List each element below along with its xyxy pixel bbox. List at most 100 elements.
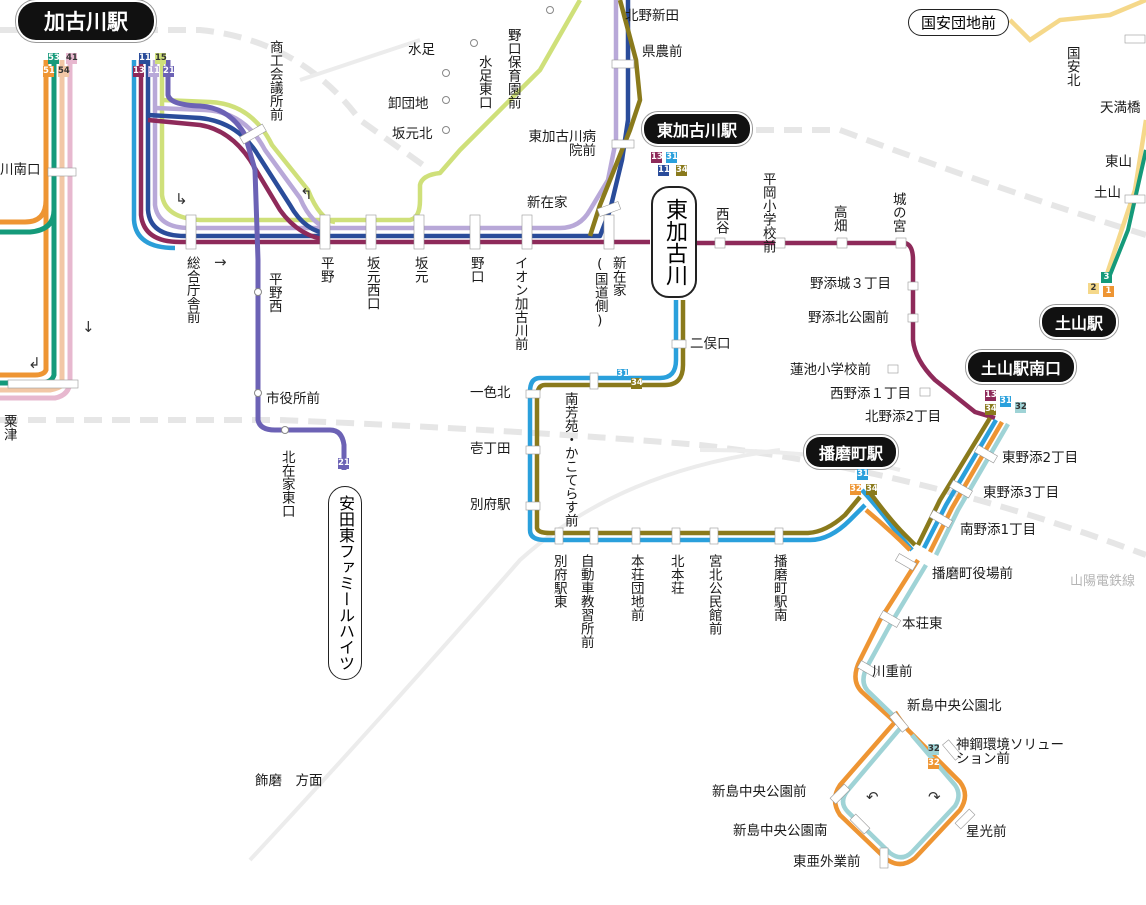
route-badge-51: 51 <box>43 66 55 77</box>
higashi-kakogawa-hub[interactable]: 東加古川 <box>651 186 697 298</box>
route-badge-2: 2 <box>1088 283 1099 294</box>
direction-label: 飾磨 方面 <box>255 773 323 789</box>
route-badge-11c: 11 <box>658 165 670 176</box>
route-badge-34b: 34 <box>631 378 643 389</box>
stop-ticks <box>7 34 1146 869</box>
route-13-line <box>680 240 996 421</box>
stop-label: 一色北 <box>470 385 511 401</box>
stop-label: 播磨町役場前 <box>932 566 1013 582</box>
route-badge-13a: 13 <box>133 66 145 77</box>
route-badge-3: 3 <box>1101 272 1112 283</box>
stop-label: 東亜外業前 <box>793 854 861 870</box>
stop-label: 東野添3丁目 <box>983 485 1060 501</box>
stop-label: 南野添1丁目 <box>960 522 1037 538</box>
tsuchiyama-station-hub[interactable]: 土山駅 <box>1042 307 1117 337</box>
route-badge-53: 53 <box>48 53 60 64</box>
stop-label: 自動車教習所前 <box>577 554 594 649</box>
main-trunk <box>131 0 650 251</box>
stop-label: 南芳苑・かこてらす前 <box>561 392 578 527</box>
route-badge-15: 15 <box>155 53 167 64</box>
stop-label: 坂元北 <box>392 126 433 142</box>
stop-label: 新島中央公園北 <box>907 698 1002 714</box>
route-badge-13c: 13 <box>985 390 997 401</box>
stop-label: 水足 <box>408 42 435 58</box>
stop-label: 川重前 <box>872 664 913 680</box>
stop-label: 高畑 <box>830 205 847 232</box>
stop-label: 播磨町駅南 <box>770 554 787 622</box>
stop-label: 二俣口 <box>690 336 731 352</box>
stop-label: 土山 <box>1094 185 1121 201</box>
route-kokuan-line <box>1008 0 1146 43</box>
stop-label: 新在家 <box>527 195 568 211</box>
railway-label: 山陽電鉄線 <box>1070 574 1136 589</box>
harima-station-hub[interactable]: 播磨町駅 <box>806 437 897 467</box>
route-31-34 <box>527 300 917 552</box>
route-badge-54: 54 <box>58 66 70 77</box>
route-badge-32a: 32 <box>850 484 862 495</box>
stop-label: 東野添2丁目 <box>1002 450 1079 466</box>
stop-label: 川南口 <box>0 162 41 178</box>
route-badge-21a: 21 <box>163 66 175 77</box>
arrow-icon: ↶ <box>866 788 879 806</box>
stop-label: 城の宮 <box>889 192 906 233</box>
stop-dots <box>254 6 554 434</box>
stop-label: 県農前 <box>642 44 683 60</box>
stop-label: 国安北 <box>1063 46 1080 87</box>
route-badge-32c: 32 <box>928 744 940 755</box>
stop-label: 壱丁田 <box>470 441 511 457</box>
route-badge-31c: 31 <box>857 469 869 480</box>
stop-label: 神鋼環境ソリューション前 <box>956 737 1064 767</box>
stop-label: 新在家 <box>609 256 626 297</box>
stop-label: イオン加古川前 <box>511 256 528 351</box>
stop-label: 野添城３丁目 <box>810 276 891 292</box>
arrow-icon: ↷ <box>928 788 941 806</box>
stop-label: 水足東口 <box>475 55 492 109</box>
stop-label: 市役所前 <box>266 391 320 407</box>
arrow-icon: ↲ <box>28 354 41 372</box>
route-badge-31a: 31 <box>666 152 678 163</box>
stop-label: 平岡小学校前 <box>759 172 776 253</box>
stop-label: 商工会議所前 <box>266 40 283 121</box>
route-badge-32d: 32 <box>928 758 940 769</box>
stop-label: 野口保育園前 <box>504 28 521 109</box>
stop-label: 西谷 <box>712 207 729 234</box>
stop-label: 北本荘 <box>667 554 684 595</box>
arrow-icon: ↰ <box>300 185 313 203</box>
stop-label: 平野 <box>317 256 334 283</box>
railway-lines <box>0 27 1146 558</box>
route-badge-41: 41 <box>66 53 78 64</box>
arrow-icon: ↳ <box>175 190 188 208</box>
route-badge-34a: 34 <box>676 165 688 176</box>
arrow-icon: ↓ <box>82 318 95 336</box>
stop-label: 北野新田 <box>625 8 679 24</box>
route-badge-11b: 11 <box>148 66 160 77</box>
route-badge-34d: 34 <box>985 404 997 415</box>
stop-label: 天満橋 <box>1100 100 1141 116</box>
stop-label: 坂元西口 <box>363 256 380 310</box>
stop-label: 粟津 <box>0 414 17 441</box>
kakogawa-station-hub[interactable]: 加古川駅 <box>18 2 154 40</box>
yasuda-family-heights-pill[interactable]: 安田東ファミールハイツ <box>328 486 362 680</box>
stop-label: 本荘団地前 <box>627 554 644 622</box>
route-right-edge <box>1102 119 1146 281</box>
kokuan-danchi-pill[interactable]: 国安団地前 <box>908 9 1010 36</box>
left-trunk <box>0 60 73 401</box>
stop-label: 野添北公園前 <box>808 310 889 326</box>
stop-label: (国道側) <box>591 256 608 329</box>
route-badge-34c: 34 <box>866 484 878 495</box>
arrow-icon: → <box>214 253 227 271</box>
stop-label: 平野西 <box>265 272 282 313</box>
stop-label: 東加古川病院前 <box>528 129 597 159</box>
stop-label: 野口 <box>467 256 484 283</box>
route-21-line <box>165 60 347 470</box>
route-badge-31d: 31 <box>1000 396 1012 407</box>
higashi-kakogawa-station-hub[interactable]: 東加古川駅 <box>644 114 751 144</box>
stop-label: 蓮池小学校前 <box>790 362 871 378</box>
stop-label: 東山 <box>1105 154 1132 170</box>
stop-label: 西野添１丁目 <box>830 386 911 402</box>
stop-label: 宮北公民館前 <box>705 554 722 635</box>
route-badge-13b: 13 <box>651 152 663 163</box>
tsuchiyama-minamiguchi-hub[interactable]: 土山駅南口 <box>968 352 1075 382</box>
stop-label: 北野添2丁目 <box>865 409 942 425</box>
